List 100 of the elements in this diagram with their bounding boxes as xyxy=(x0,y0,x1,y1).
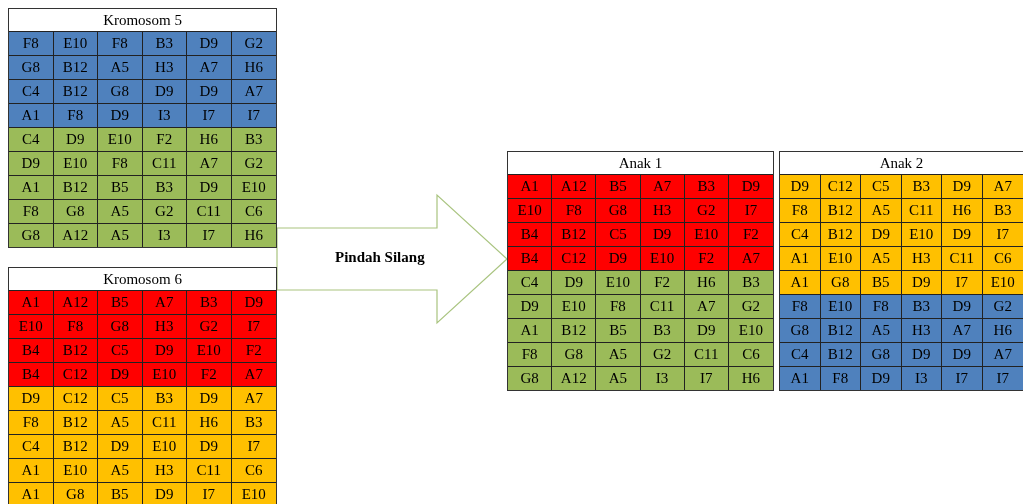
gene-code: E10 xyxy=(508,199,553,223)
gene-code: F8 xyxy=(780,199,821,223)
gene-code: D9 xyxy=(187,80,232,104)
gene-code: C6 xyxy=(982,247,1023,271)
gene-code: B12 xyxy=(53,80,98,104)
gene-code: E10 xyxy=(187,339,232,363)
gene-code: B3 xyxy=(142,387,187,411)
gene-code: G2 xyxy=(231,32,276,56)
gene-code: G8 xyxy=(53,483,98,504)
gene-code: B5 xyxy=(596,175,641,199)
gene-code: A5 xyxy=(861,319,902,343)
gene-code: B3 xyxy=(231,411,276,435)
gene-code: I7 xyxy=(728,199,773,223)
gene-code: D9 xyxy=(98,363,143,387)
gene-code: F2 xyxy=(231,339,276,363)
gene-code: I7 xyxy=(982,367,1023,390)
gene-code: C4 xyxy=(9,128,54,152)
gene-code: G2 xyxy=(231,152,276,176)
gene-code: F8 xyxy=(9,200,54,224)
gene-code: G8 xyxy=(861,343,902,367)
block-arrow xyxy=(276,193,508,325)
gene-code: E10 xyxy=(596,271,641,295)
gene-code: D9 xyxy=(9,387,54,411)
gene-code: C6 xyxy=(728,343,773,367)
gene-code: C11 xyxy=(187,200,232,224)
gene-code: A5 xyxy=(861,247,902,271)
gene-code: G8 xyxy=(596,199,641,223)
gene-code: F2 xyxy=(640,271,685,295)
gene-code: H3 xyxy=(640,199,685,223)
gene-code: A7 xyxy=(728,247,773,271)
gene-code: A7 xyxy=(640,175,685,199)
gene-code: I3 xyxy=(640,367,685,390)
chromosome-table xyxy=(507,151,774,391)
gene-code: F8 xyxy=(53,315,98,339)
gene-code: G8 xyxy=(780,319,821,343)
gene-code: C11 xyxy=(901,199,942,223)
gene-code: B12 xyxy=(820,199,861,223)
gene-code: F2 xyxy=(728,223,773,247)
gene-code: A1 xyxy=(508,175,553,199)
gene-code: I3 xyxy=(142,224,187,247)
gene-code: F8 xyxy=(552,199,597,223)
gene-code: G2 xyxy=(982,295,1023,319)
gene-code: B12 xyxy=(820,343,861,367)
chromosome-table xyxy=(8,267,277,504)
gene-code: A1 xyxy=(9,459,54,483)
gene-code: D9 xyxy=(596,247,641,271)
gene-code: B4 xyxy=(508,223,553,247)
gene-code: E10 xyxy=(684,223,729,247)
gene-code: I7 xyxy=(231,315,276,339)
gene-code: C12 xyxy=(53,363,98,387)
gene-code: A5 xyxy=(98,200,143,224)
gene-code: C5 xyxy=(98,387,143,411)
gene-code: A5 xyxy=(98,56,143,80)
gene-code: C11 xyxy=(684,343,729,367)
gene-code: D9 xyxy=(942,295,983,319)
gene-code: F2 xyxy=(142,128,187,152)
gene-code: H6 xyxy=(187,128,232,152)
gene-code: F8 xyxy=(508,343,553,367)
gene-code: B4 xyxy=(9,339,54,363)
gene-code: A12 xyxy=(53,224,98,247)
gene-code: I7 xyxy=(231,435,276,459)
gene-code: H6 xyxy=(187,411,232,435)
gene-code: B12 xyxy=(820,319,861,343)
gene-code: G8 xyxy=(9,56,54,80)
gene-code: A7 xyxy=(187,56,232,80)
gene-code: B12 xyxy=(552,319,597,343)
gene-code: I7 xyxy=(942,271,983,295)
gene-code: E10 xyxy=(231,483,276,504)
gene-code: A1 xyxy=(780,367,821,390)
gene-code: B4 xyxy=(9,363,54,387)
gene-code: C11 xyxy=(187,459,232,483)
gene-code: F2 xyxy=(187,363,232,387)
gene-code: C11 xyxy=(142,152,187,176)
gene-code: A5 xyxy=(98,224,143,247)
gene-code: A7 xyxy=(942,319,983,343)
gene-code: D9 xyxy=(861,223,902,247)
gene-code: G8 xyxy=(98,315,143,339)
gene-code: A1 xyxy=(508,319,553,343)
gene-code: E10 xyxy=(53,32,98,56)
gene-code: C5 xyxy=(596,223,641,247)
gene-code: D9 xyxy=(684,319,729,343)
chromosome-table xyxy=(779,151,1023,391)
gene-code: B5 xyxy=(98,291,143,315)
gene-code: H6 xyxy=(231,56,276,80)
gene-code: C6 xyxy=(231,200,276,224)
gene-code: H6 xyxy=(982,319,1023,343)
gene-code: A7 xyxy=(187,152,232,176)
gene-code: G8 xyxy=(508,367,553,390)
gene-code: C12 xyxy=(552,247,597,271)
gene-code: G8 xyxy=(53,200,98,224)
gene-code: B3 xyxy=(142,32,187,56)
gene-code: B5 xyxy=(98,483,143,504)
gene-code: I7 xyxy=(942,367,983,390)
gene-code: H6 xyxy=(684,271,729,295)
gene-code: D9 xyxy=(552,271,597,295)
gene-code: D9 xyxy=(942,223,983,247)
gene-code: B5 xyxy=(98,176,143,200)
gene-code: B12 xyxy=(820,223,861,247)
gene-code: G2 xyxy=(187,315,232,339)
gene-code: H3 xyxy=(901,247,942,271)
